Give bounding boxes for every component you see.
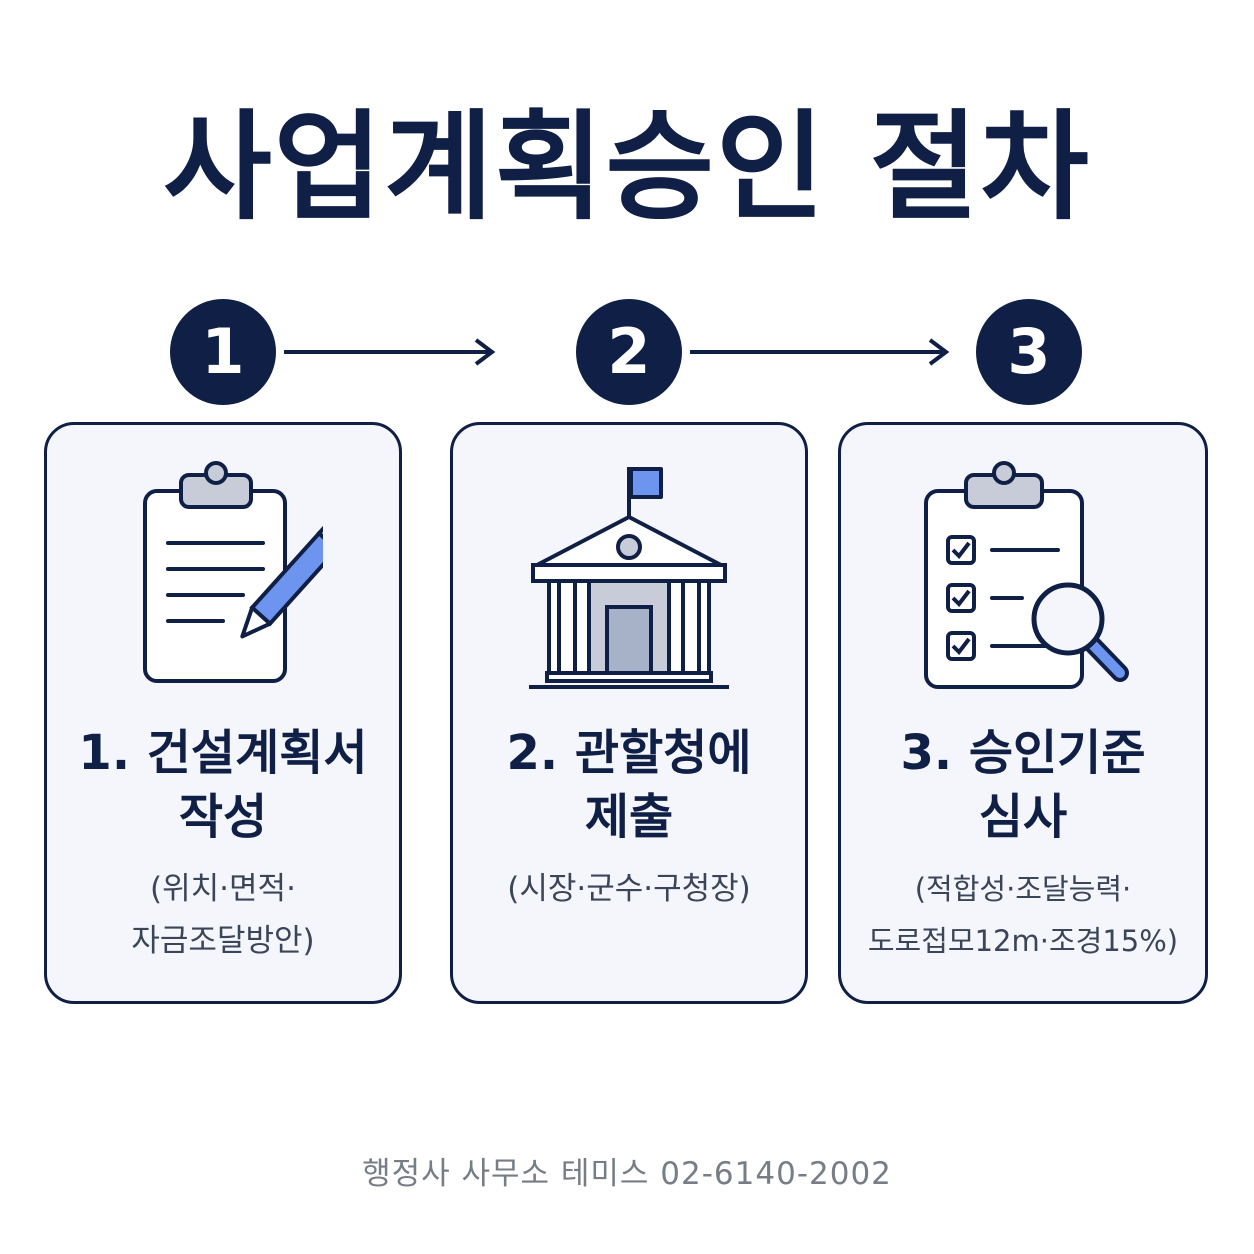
step-card-1: 1. 건설계획서 작성 (위치·면적· 자금조달방안) [44, 422, 402, 1004]
government-building-icon [453, 461, 805, 691]
step-3-detail-line2: 도로접모12m·조경15%) [867, 924, 1179, 958]
arrow-1-to-2 [284, 338, 496, 366]
step-number-3: 3 [976, 299, 1082, 405]
step-2-detail: (시장·군수·구청장) [453, 863, 805, 915]
footer-contact: 행정사 사무소 테미스 02-6140-2002 [362, 1156, 892, 1192]
step-3-title-line1: 3. 승인기준 [900, 725, 1146, 781]
step-3-title-line2: 심사 [978, 789, 1068, 845]
step-2-detail-line1: (시장·군수·구청장) [507, 871, 751, 907]
step-card-2: 2. 관할청에 제출 (시장·군수·구청장) [450, 422, 808, 1004]
checklist-magnifier-icon [841, 461, 1205, 691]
step-3-detail-line1: (적합성·조달능력· [914, 872, 1132, 906]
step-2-title-line2: 제출 [584, 789, 674, 845]
step-number-1: 1 [170, 299, 276, 405]
step-3-detail: (적합성·조달능력· 도로접모12m·조경15%) [841, 863, 1205, 967]
step-1-title-line2: 작성 [178, 789, 268, 845]
step-connector-arrows [284, 338, 950, 366]
step-3-title: 3. 승인기준 심사 [841, 721, 1205, 849]
step-2-title-line1: 2. 관할청에 [506, 725, 752, 781]
step-1-title: 1. 건설계획서 작성 [47, 721, 399, 849]
arrow-2-to-3 [690, 338, 950, 366]
step-1-detail-line1: (위치·면적· [150, 871, 296, 907]
step-1-detail: (위치·면적· 자금조달방안) [47, 863, 399, 967]
step-indicator-row: 1 2 3 [0, 290, 1254, 420]
step-number-2: 2 [576, 299, 682, 405]
step-1-title-line1: 1. 건설계획서 [78, 725, 368, 781]
step-card-3: 3. 승인기준 심사 (적합성·조달능력· 도로접모12m·조경15%) [838, 422, 1208, 1004]
clipboard-pencil-icon [47, 461, 399, 691]
page-title: 사업계획승인 절차 [163, 98, 1091, 236]
step-2-title: 2. 관할청에 제출 [453, 721, 805, 849]
step-1-detail-line2: 자금조달방안) [131, 923, 315, 959]
